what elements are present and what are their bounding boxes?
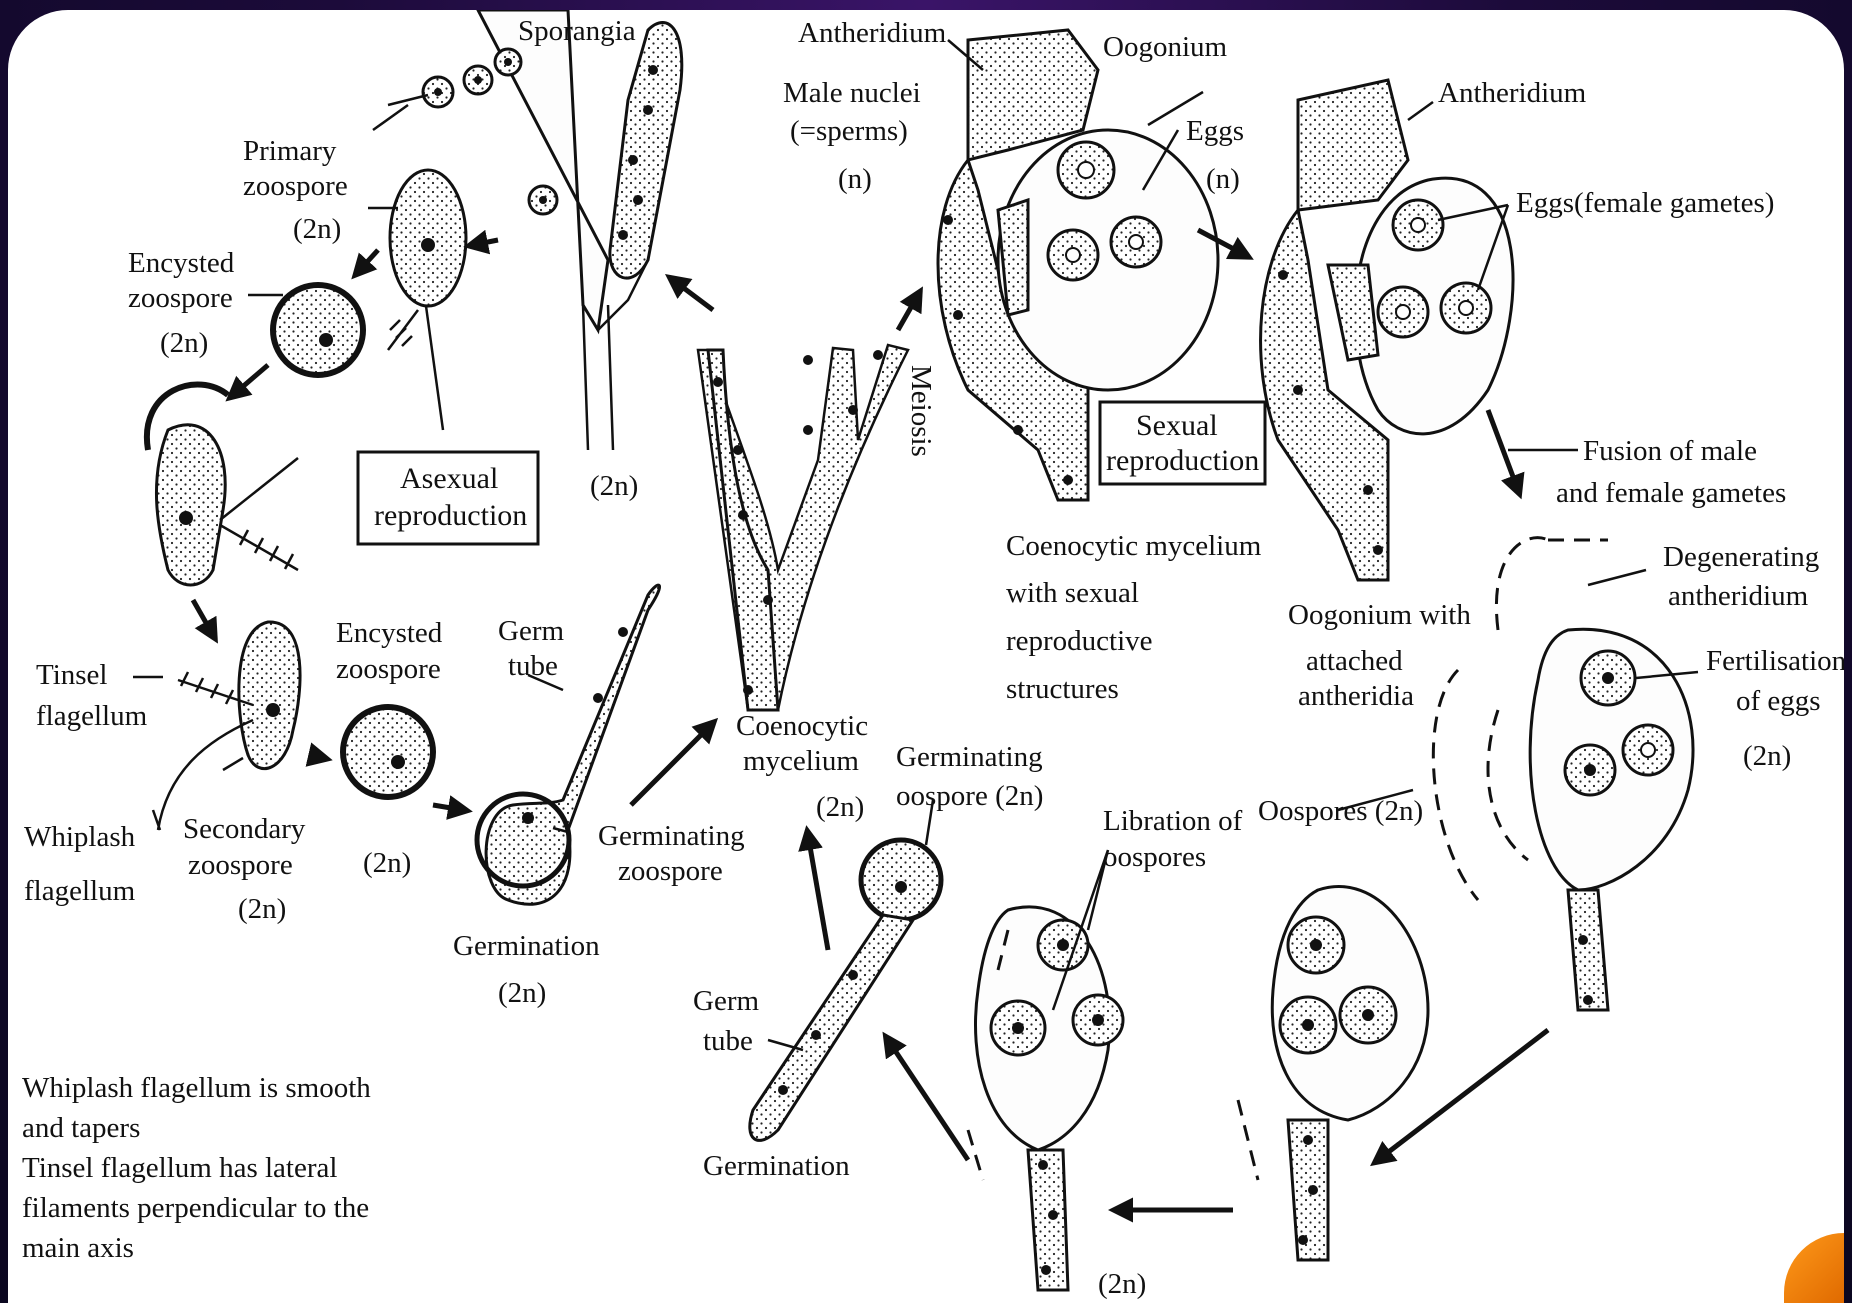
label-tinsel: Tinsel	[36, 659, 107, 691]
note-line: and tapers	[22, 1108, 402, 1148]
label-encysted-1: Encysted	[128, 247, 235, 279]
label-germinating-oospore-2: oospore (2n)	[896, 780, 1043, 812]
label-encysted-2-ploidy: (2n)	[363, 847, 411, 879]
label-germinating-zoospore: Germinating	[598, 820, 745, 852]
label-asexual-2: reproduction	[374, 499, 527, 532]
label-secondary-3: (2n)	[238, 893, 286, 925]
fertilisation-stage	[1433, 538, 1693, 1010]
primary-zoospore	[388, 170, 466, 430]
label-coeno-sexual-2: with sexual	[1006, 577, 1139, 609]
note-line: Whiplash flagellum is smooth	[22, 1068, 402, 1108]
label-secondary-2: zoospore	[188, 849, 293, 881]
label-antheridium-1: Antheridium	[798, 17, 947, 49]
slide: Sporangia Primary zoospore (2n) Encysted…	[8, 10, 1844, 1303]
label-fusion-2: and female gametes	[1556, 477, 1786, 509]
label-primary-zoospore-3: (2n)	[293, 213, 341, 245]
label-germination-2: Germination	[703, 1150, 850, 1182]
germinating-oospore	[750, 840, 941, 1140]
label-coenocytic-3: (2n)	[816, 791, 864, 823]
label-coeno-sexual-3: reproductive	[1006, 625, 1153, 657]
germinating-cyst	[147, 384, 298, 585]
label-degenerating-2: antheridium	[1668, 580, 1809, 612]
label-antheridium-2: Antheridium	[1438, 77, 1587, 109]
label-fertilisation: Fertilisation	[1706, 645, 1844, 677]
label-coeno-sexual: Coenocytic mycelium	[1006, 530, 1262, 562]
libration-stage	[968, 907, 1123, 1290]
label-oospores: Oospores (2n)	[1258, 795, 1423, 827]
label-germ-tube-1b: tube	[508, 650, 558, 682]
label-germ-tube-2b: tube	[703, 1025, 753, 1057]
label-coeno-sexual-4: structures	[1006, 673, 1119, 705]
label-germination-1: Germination	[453, 930, 600, 962]
note-line: main axis	[22, 1228, 402, 1268]
label-fertilisation-2: of eggs	[1736, 685, 1821, 717]
label-male-nuclei-2: (=sperms)	[790, 115, 908, 147]
label-sexual: Sexual	[1136, 409, 1218, 442]
label-eggs-female: Eggs(female gametes)	[1516, 187, 1774, 219]
label-oogonium-with: Oogonium with	[1288, 599, 1471, 631]
flagellum-note: Whiplash flagellum is smooth and tapers …	[22, 1068, 402, 1268]
label-libration-2: oospores	[1103, 841, 1206, 873]
label-meiosis: Meiosis	[905, 365, 937, 457]
label-oogonium-with-2: attached	[1306, 645, 1403, 677]
oospores-stage	[1238, 887, 1428, 1260]
label-sporangia-ploidy: (2n)	[590, 470, 638, 502]
label-sexual-2: reproduction	[1106, 444, 1259, 477]
label-whiplash-2: flagellum	[24, 875, 136, 907]
label-encysted-2: Encysted	[336, 617, 443, 649]
label-asexual: Asexual	[400, 462, 498, 495]
label-encysted-2b: zoospore	[336, 653, 441, 685]
label-primary-zoospore-2: zoospore	[243, 170, 348, 202]
note-line: Tinsel flagellum has lateral	[22, 1148, 402, 1188]
encysted-zoospore-1	[273, 285, 363, 375]
label-eggs-1: Eggs	[1186, 115, 1244, 147]
label-germinating-zoospore-2: zoospore	[618, 855, 723, 887]
coenocytic-mycelium	[698, 345, 908, 710]
label-germinating-oospore: Germinating	[896, 741, 1043, 773]
label-bottom-ploidy: (2n)	[1098, 1268, 1146, 1300]
label-encysted-1c: (2n)	[160, 327, 208, 359]
note-line: filaments perpendicular to the	[22, 1188, 402, 1228]
label-fertilisation-3: (2n)	[1743, 740, 1791, 772]
label-primary-zoospore: Primary	[243, 135, 337, 167]
label-degenerating: Degenerating	[1663, 541, 1819, 573]
label-germ-tube-1: Germ	[498, 615, 564, 647]
label-sporangia: Sporangia	[518, 15, 636, 47]
label-germination-1b: (2n)	[498, 977, 546, 1009]
encysted-zoospore-2	[343, 707, 433, 797]
label-germ-tube-2: Germ	[693, 985, 759, 1017]
label-eggs-1b: (n)	[1206, 163, 1240, 195]
label-oogonium-with-3: antheridia	[1298, 680, 1414, 712]
label-whiplash: Whiplash	[24, 821, 136, 853]
label-male-nuclei: Male nuclei	[783, 77, 921, 109]
label-encysted-1b: zoospore	[128, 282, 233, 314]
label-libration: Libration of	[1103, 805, 1243, 837]
label-secondary: Secondary	[183, 813, 306, 845]
label-male-nuclei-3: (n)	[838, 163, 872, 195]
oogonium-antheridium-2	[1261, 80, 1513, 580]
secondary-zoospore	[158, 622, 300, 830]
label-coenocytic-2: mycelium	[743, 745, 859, 777]
label-tinsel-2: flagellum	[36, 700, 148, 732]
label-fusion: Fusion of male	[1583, 435, 1757, 467]
label-coenocytic: Coenocytic	[736, 710, 868, 742]
label-oogonium: Oogonium	[1103, 31, 1228, 63]
